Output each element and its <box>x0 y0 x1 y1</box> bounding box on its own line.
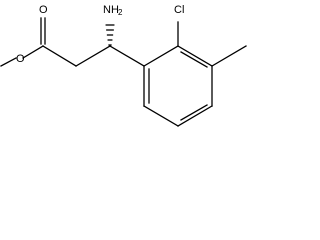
aryl-inner-double-bond-b <box>180 51 208 68</box>
aryl-ring-bond-2 <box>177 45 213 67</box>
aryl-ring-bond-4 <box>177 105 213 127</box>
chemical-structure-canvas: O O NH 2 Cl <box>0 0 254 131</box>
ester-oxygen-label: O <box>16 53 25 65</box>
aryl-to-methyl-bond <box>211 45 247 67</box>
ch2-to-chiral-center-bond <box>75 45 111 67</box>
carbonyl-to-ch2-bond <box>42 45 77 67</box>
amine-hashed-wedge-bond <box>105 24 115 46</box>
chiral-center-to-aryl-bond <box>109 45 145 67</box>
methyl-to-ester-oxygen-bond <box>0 57 17 67</box>
ester-oxygen-to-carbonyl-bond <box>22 45 44 59</box>
aryl-ring-bond-5 <box>143 105 179 127</box>
aryl-inner-double-bond-c <box>180 104 208 121</box>
amine-label: NH <box>103 4 119 16</box>
chlorine-label: Cl <box>174 4 184 16</box>
aryl-ring-bond-1 <box>143 45 179 67</box>
carbonyl-oxygen-label: O <box>39 4 48 16</box>
molecule-drawing: O O NH 2 Cl <box>0 4 247 127</box>
amine-subscript-label: 2 <box>118 8 123 17</box>
